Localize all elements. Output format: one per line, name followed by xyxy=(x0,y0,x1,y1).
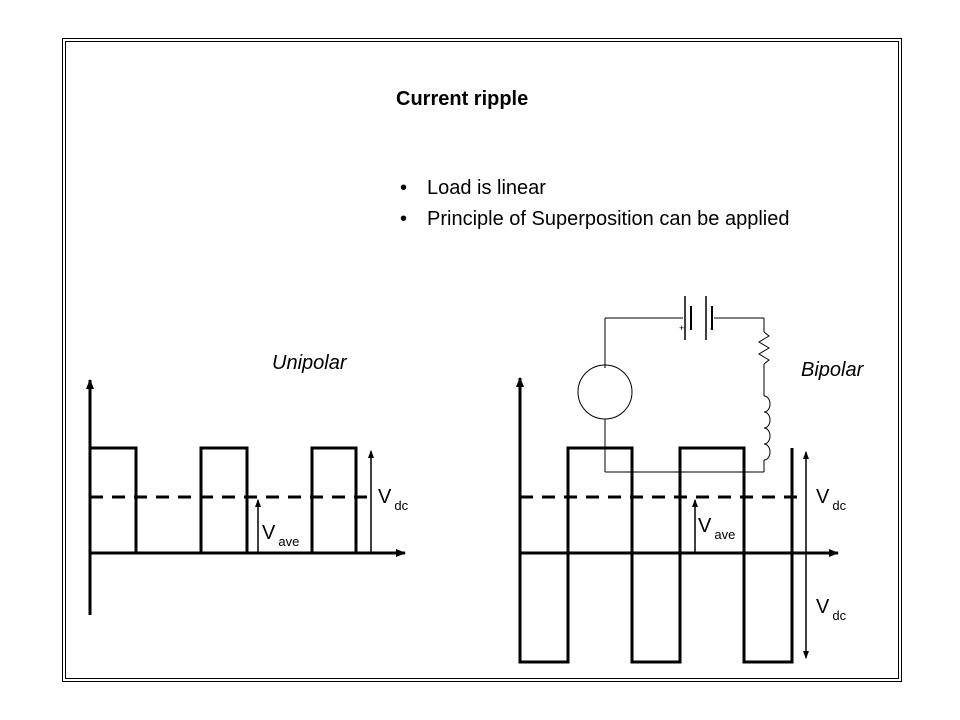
resistor-icon xyxy=(758,331,770,365)
bullet-dot-icon: • xyxy=(400,177,408,199)
bipolar-title: Bipolar xyxy=(801,359,864,381)
battery-icon xyxy=(684,296,713,340)
slide-frame xyxy=(62,38,902,682)
slide-title: Current ripple xyxy=(396,88,529,110)
bullet-list: •Load is linear •Principle of Superposit… xyxy=(400,174,789,236)
battery-minus-sign: - xyxy=(710,323,713,333)
bullet-item: •Load is linear xyxy=(400,174,789,205)
battery-plus-sign: + xyxy=(679,323,684,333)
bullet-item: •Principle of Superposition can be appli… xyxy=(400,205,789,236)
ac-source-icon xyxy=(577,364,633,420)
unipolar-square-wave xyxy=(90,446,358,555)
unipolar-plot xyxy=(86,379,406,615)
bipolar-square-wave xyxy=(518,446,794,664)
bipolar-plot xyxy=(516,377,839,664)
bullet-dot-icon: • xyxy=(400,208,408,230)
inverter-circuit xyxy=(577,296,771,473)
inductor-icon xyxy=(763,395,771,461)
unipolar-title: Unipolar xyxy=(272,352,347,374)
